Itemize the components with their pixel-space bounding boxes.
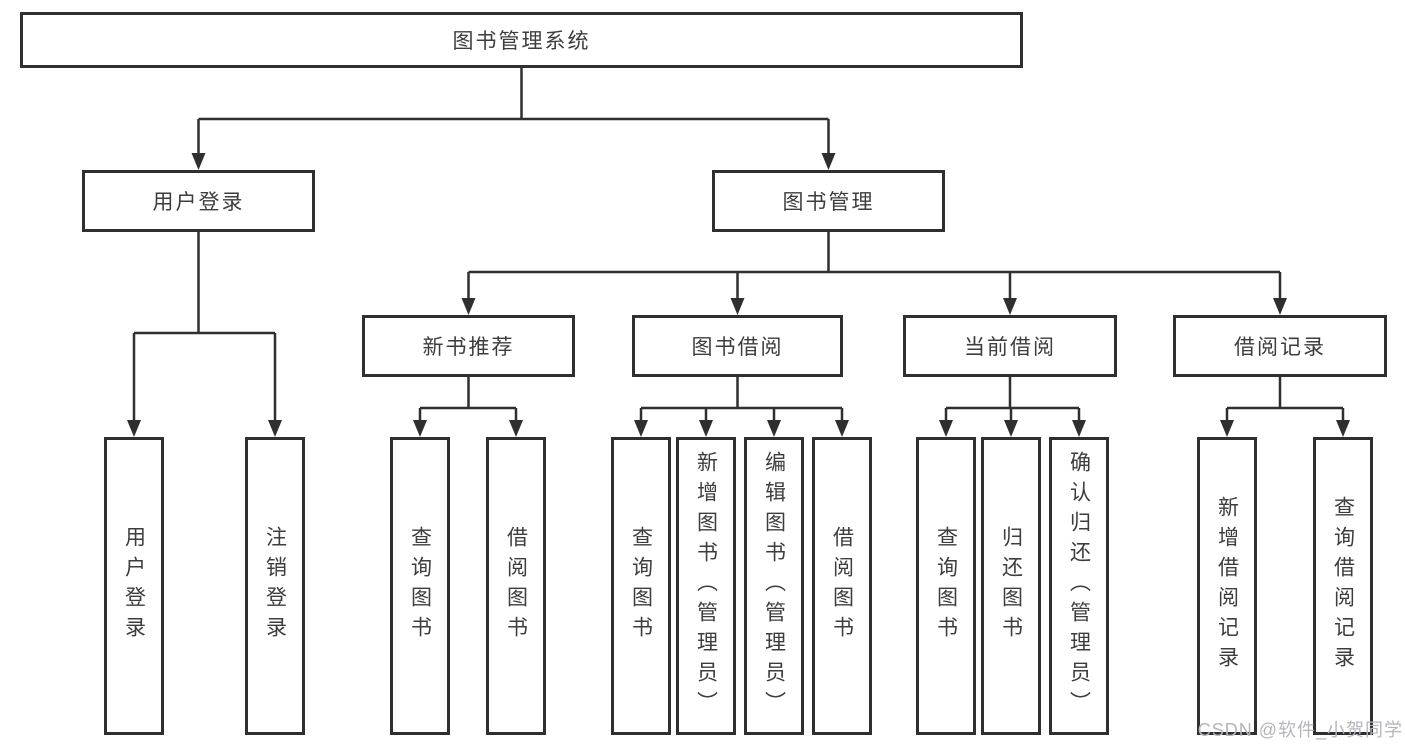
leaf-bb-query-books: 查询图书 — [611, 437, 671, 735]
leaf-cb-return-books: 归还图书 — [981, 437, 1041, 735]
node-book-management: 图书管理 — [712, 170, 945, 232]
leaf-cb-confirm-return-admin: 确认归还（管理员） — [1049, 437, 1109, 735]
leaf-bb-borrow-books: 借阅图书 — [812, 437, 872, 735]
node-borrowing-records: 借阅记录 — [1173, 315, 1387, 377]
leaf-cb-query-books: 查询图书 — [916, 437, 976, 735]
leaf-logout: 注销登录 — [245, 437, 305, 735]
arrowhead-icons — [127, 153, 1350, 437]
node-root-library-management-system: 图书管理系统 — [20, 12, 1023, 68]
leaf-br-query-borrow-record: 查询借阅记录 — [1313, 437, 1373, 735]
leaf-nbr-query-books: 查询图书 — [390, 437, 450, 735]
leaf-br-add-borrow-record: 新增借阅记录 — [1197, 437, 1257, 735]
leaf-bb-add-books-admin: 新增图书（管理员） — [676, 437, 736, 735]
node-new-book-recommend: 新书推荐 — [362, 315, 575, 377]
node-user-login: 用户登录 — [82, 170, 315, 232]
leaf-bb-edit-books-admin: 编辑图书（管理员） — [744, 437, 804, 735]
node-current-borrowing: 当前借阅 — [903, 315, 1117, 377]
node-book-borrowing: 图书借阅 — [632, 315, 843, 377]
csdn-watermark: CSDN @软件_小贺同学 — [1197, 720, 1403, 740]
leaf-nbr-borrow-books: 借阅图书 — [486, 437, 546, 735]
leaf-user-login: 用户登录 — [104, 437, 164, 735]
